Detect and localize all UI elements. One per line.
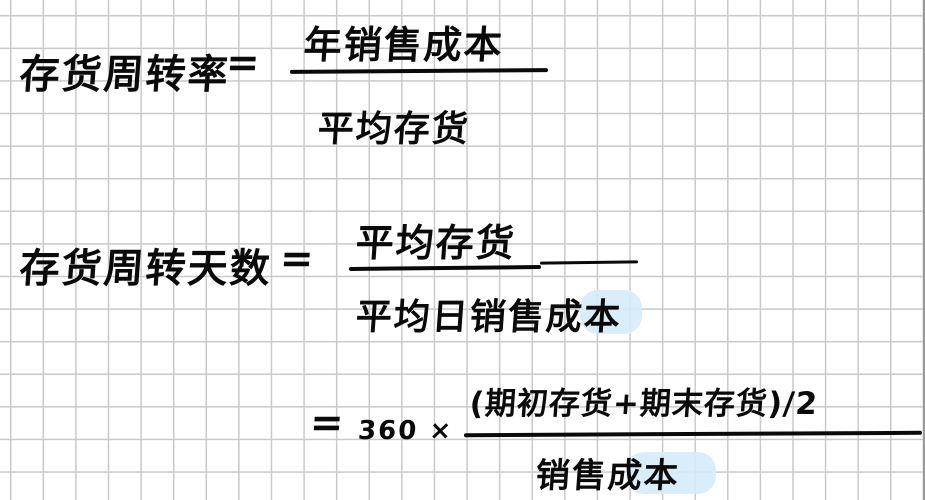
formula-numerator: 年销售成本 (302, 23, 506, 67)
formula-denominator: 销售成本 (534, 448, 681, 497)
equals-sign: = (224, 40, 264, 86)
highlight-mark (626, 452, 716, 494)
formula-numerator: (期初存货+期末存货)/2 (468, 386, 820, 422)
formula-label: 存货周转天数 (18, 246, 274, 292)
fraction-bar (348, 264, 542, 272)
formula-numerator: 平均存货 (354, 221, 518, 265)
fraction-bar (289, 68, 549, 74)
highlight-mark (580, 290, 642, 334)
equals-sign: = (278, 236, 318, 282)
page-edge (923, 0, 925, 500)
fraction-bar-extension (539, 260, 639, 265)
formula-denominator: 平均存货 (316, 109, 472, 150)
fraction-bar (463, 430, 923, 438)
formula-denominator: 平均日销售成本 (354, 297, 624, 338)
equals-sign: = (308, 400, 348, 446)
multiplier: 360 × (356, 416, 455, 446)
denominator-highlighted-part: 成本 (606, 456, 682, 496)
formula-label: 存货周转率 (18, 52, 232, 98)
denominator-part: 销售 (534, 456, 610, 496)
